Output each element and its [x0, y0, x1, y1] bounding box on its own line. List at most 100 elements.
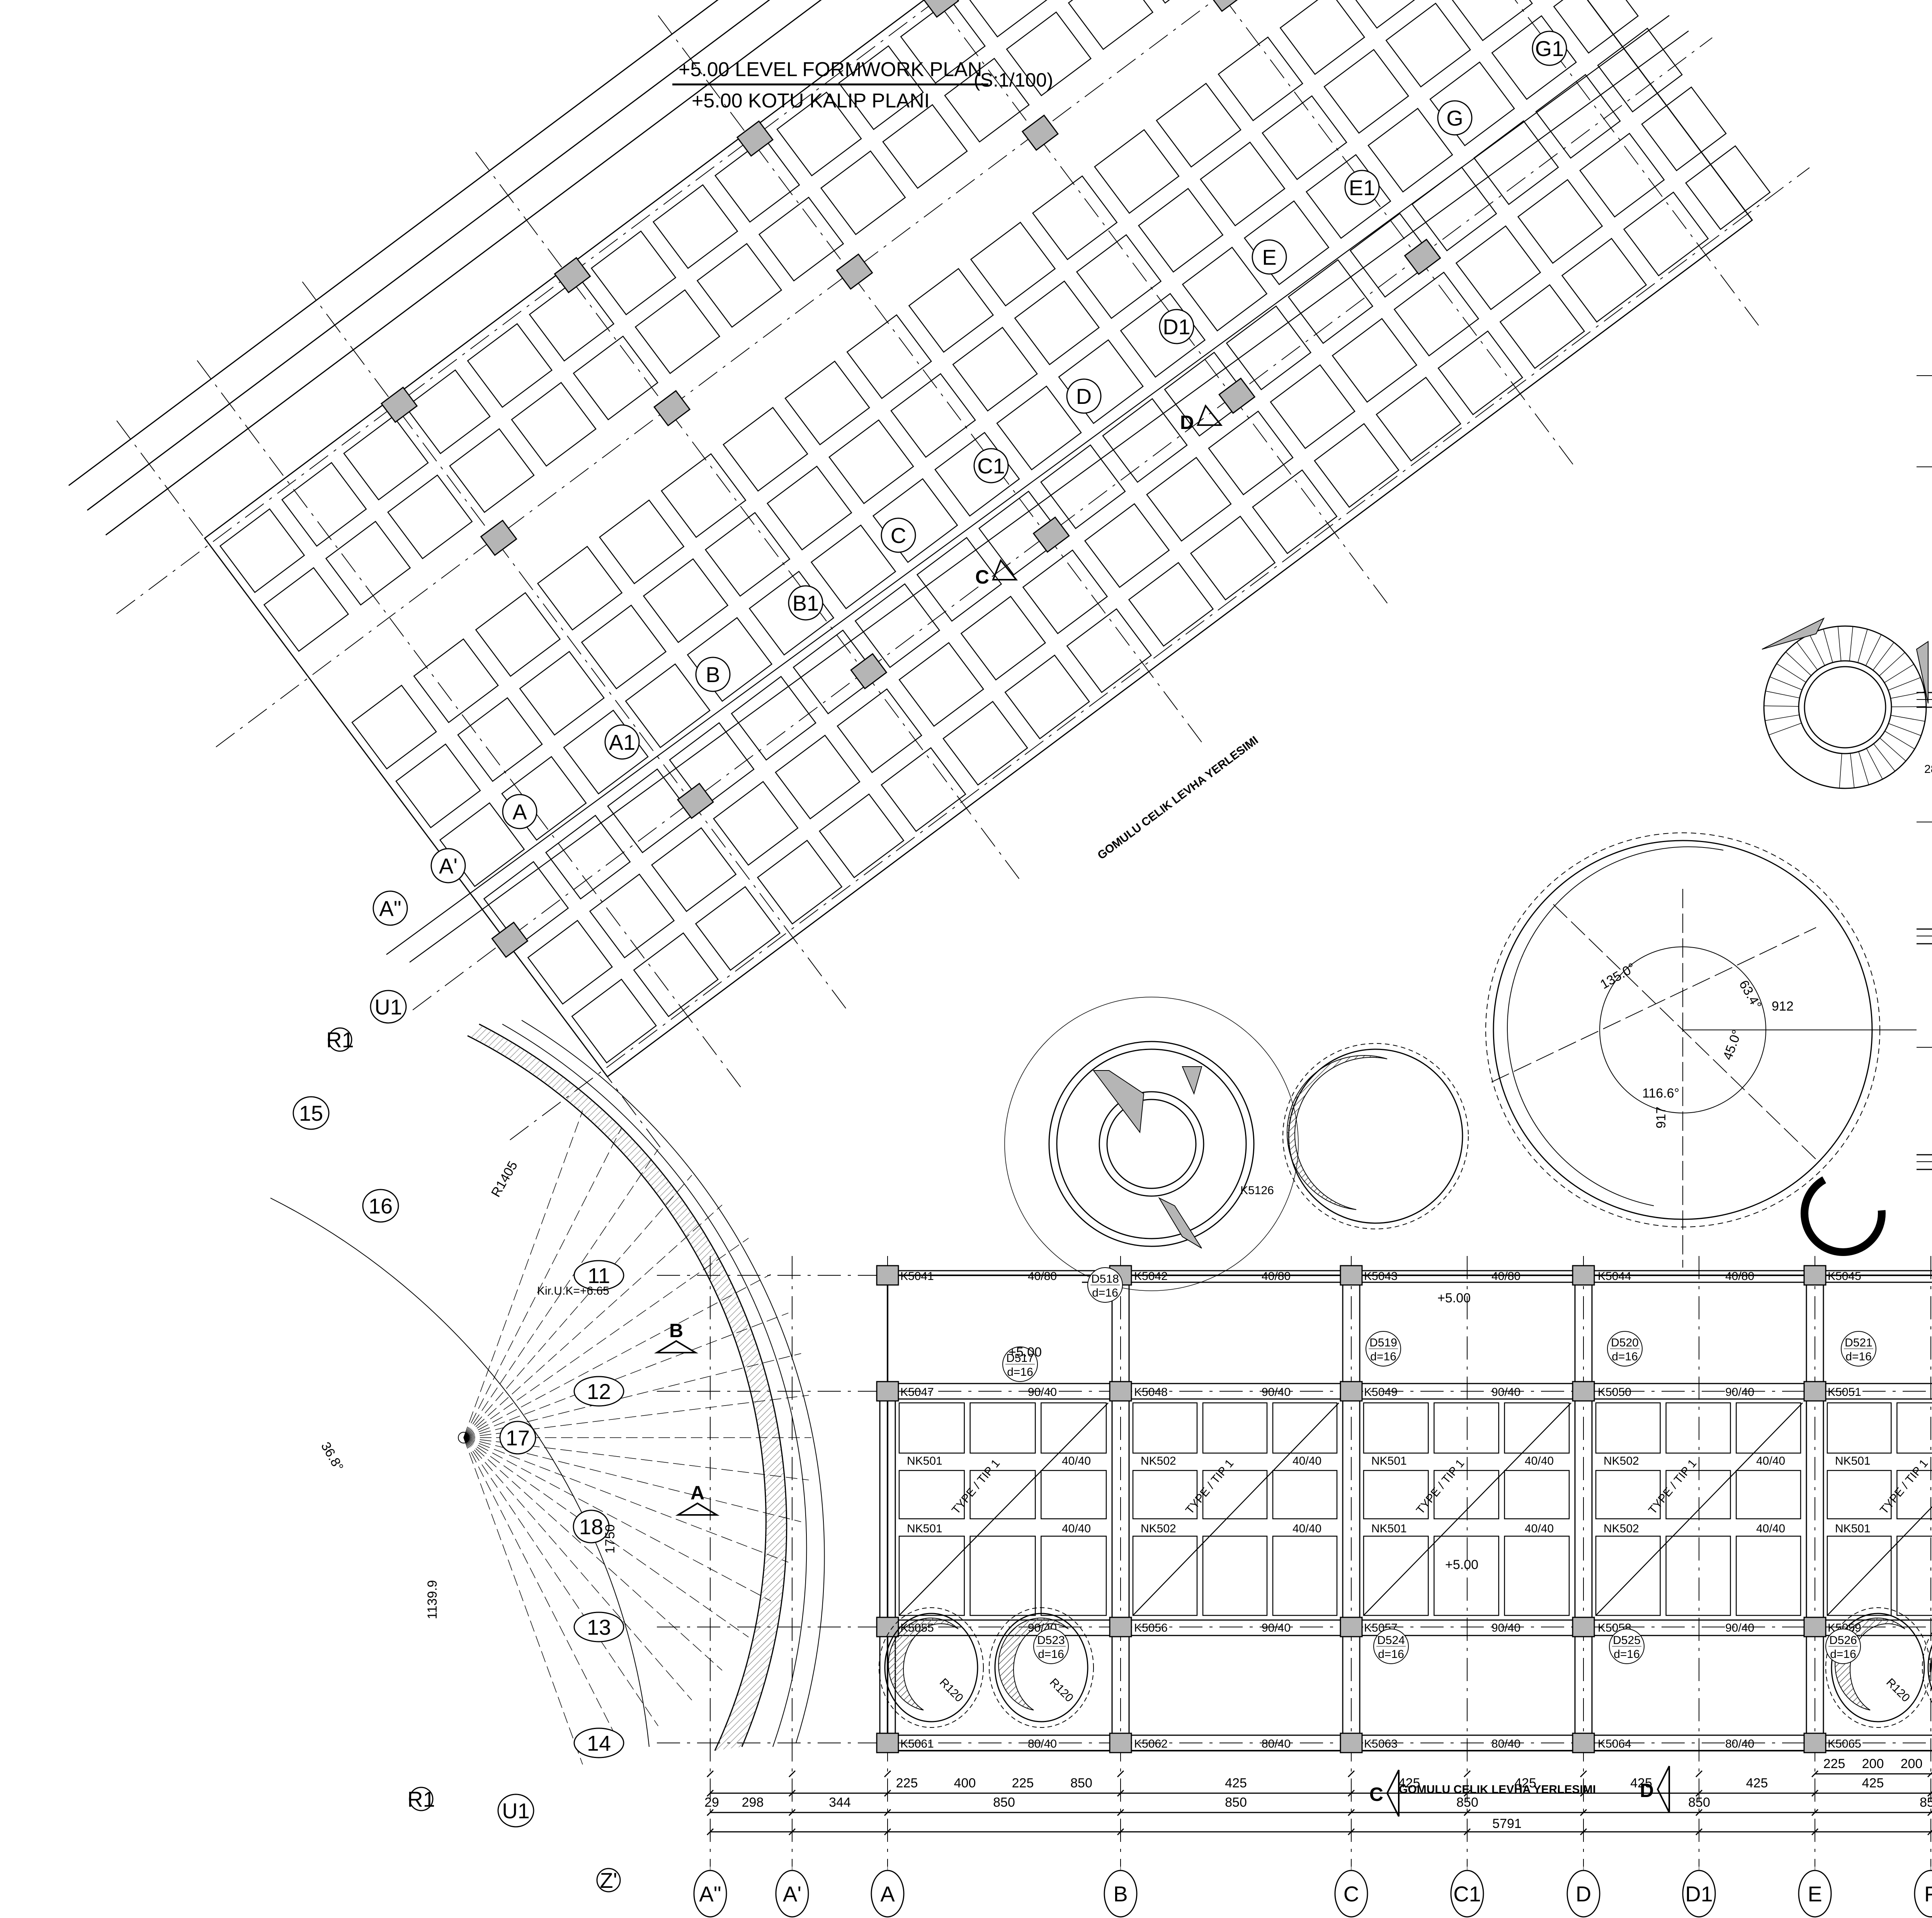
- axis-label: G: [1446, 106, 1463, 130]
- beam-size: 90/40: [1492, 1386, 1520, 1399]
- beam-size: 90/40: [1492, 1622, 1520, 1634]
- axis-bubble-A: A: [871, 1870, 905, 1918]
- axis-bubble-diag-C: C: [881, 517, 916, 553]
- svg-text:425: 425: [1630, 1776, 1652, 1790]
- beam-id: K5061: [900, 1738, 934, 1750]
- axis-bubble-radial-18: 18: [573, 1510, 610, 1544]
- beam-id: K5051: [1828, 1386, 1861, 1399]
- axis-bubble-radial-R1: R1: [407, 1787, 435, 1811]
- joist-size: 40/40: [1756, 1522, 1785, 1535]
- svg-text:D517: D517: [1006, 1352, 1034, 1365]
- joist-size: 40/40: [1525, 1455, 1554, 1467]
- beams-horizontal: [888, 692, 1932, 1751]
- beam-size: 90/40: [1725, 1622, 1754, 1634]
- beam-size: 90/40: [1262, 1622, 1291, 1634]
- joist-size: 40/40: [1525, 1522, 1554, 1535]
- axis-label: 11: [588, 1263, 610, 1288]
- axis-bubble-diag-A1: A1: [604, 724, 640, 760]
- svg-text:A: A: [690, 1482, 704, 1504]
- svg-text:225: 225: [1012, 1776, 1034, 1790]
- axis-bubble-radial-U1: U1: [497, 1794, 534, 1828]
- axis-bubble-D1: D1: [1682, 1870, 1716, 1918]
- axis-bubble-radial-U1: U1: [370, 990, 407, 1024]
- axis-label: A: [880, 1882, 895, 1906]
- circular-core-wall: [1004, 997, 1299, 1291]
- axis-bubble-diag-C1: C1: [973, 448, 1009, 483]
- axis-bubble-radial-16: 16: [362, 1189, 399, 1223]
- axis-bubble-C: C: [1334, 1870, 1368, 1918]
- small-c-opening: [1801, 1171, 1886, 1256]
- axis-label: D1: [1685, 1882, 1713, 1906]
- section-marker-D: D: [1180, 404, 1223, 433]
- svg-text:425: 425: [1746, 1776, 1768, 1790]
- joist-label: NK502: [1141, 1522, 1176, 1535]
- beam-size: 40/80: [1028, 1270, 1057, 1283]
- axis-label: C: [1344, 1882, 1359, 1906]
- kir-uk-label: Kir.U.K=+6.65: [537, 1285, 609, 1297]
- stair-dim: 284.9: [1924, 763, 1932, 776]
- drawing-title-tr: +5.00 KOTU KALIP PLANI: [692, 90, 930, 112]
- beam-id: K5042: [1134, 1270, 1168, 1283]
- svg-text:D521: D521: [1845, 1336, 1872, 1349]
- svg-text:D520: D520: [1611, 1336, 1639, 1349]
- beam-size: 80/40: [1262, 1738, 1291, 1750]
- svg-text:225: 225: [1823, 1756, 1845, 1771]
- type-label: TYPE / TIP 1: [1646, 1457, 1699, 1516]
- beam-id: K5043: [1364, 1270, 1398, 1283]
- axis-bubble-left-11: 11: [573, 1260, 624, 1291]
- axis-bubble-radial-R1: R1: [326, 1027, 354, 1052]
- arc-angle: 36.8°: [318, 1440, 346, 1474]
- axis-bubble-diag-D: D: [1066, 378, 1102, 414]
- svg-text:d=16: d=16: [1007, 1366, 1033, 1379]
- axis-label: E: [1808, 1882, 1822, 1906]
- beam-size: 90/40: [1262, 1386, 1291, 1399]
- joist-label: NK502: [1141, 1455, 1176, 1467]
- svg-text:R120: R120: [937, 1676, 966, 1705]
- axis-label: A: [512, 800, 527, 824]
- axis-label: F: [1924, 1882, 1932, 1906]
- beam-size: 80/40: [1492, 1738, 1520, 1750]
- big-circle-radius-dim: 912: [1772, 999, 1794, 1014]
- joist-size: 40/40: [1293, 1522, 1321, 1535]
- axis-bubble-left-13: 13: [573, 1612, 624, 1642]
- embedded-plate-note-diagonal: GOMULU CELIK LEVHA YERLESIMI: [1095, 734, 1260, 862]
- axis-bubble-diag-A": A": [372, 890, 408, 926]
- beam-size: 40/80: [1725, 1270, 1754, 1283]
- beam-size: 40/80: [1262, 1270, 1291, 1283]
- left-total-dim: 1750: [603, 1524, 617, 1554]
- axis-bubble-diag-G1: G1: [1532, 31, 1567, 66]
- axis-bubble-F: F: [1914, 1870, 1932, 1918]
- axis-bubble-A": A": [693, 1870, 727, 1918]
- axis-label: 18: [579, 1515, 603, 1539]
- svg-text:850: 850: [993, 1795, 1015, 1810]
- axis-label: D: [1576, 1882, 1591, 1906]
- joist-label: NK501: [1835, 1522, 1871, 1535]
- total-width-dim: 5791: [1492, 1816, 1522, 1831]
- svg-text:425: 425: [1862, 1776, 1884, 1790]
- embedded-plate-note: GOMULU CELIK LEVHA YERLESIMI: [1399, 1783, 1596, 1796]
- axis-bubble-radial-15: 15: [293, 1096, 330, 1130]
- axis-bubble-C1: C1: [1450, 1870, 1484, 1918]
- level-mark-6: +5.00: [1445, 1557, 1478, 1572]
- beam-id: K5065: [1828, 1738, 1861, 1750]
- svg-text:d=16: d=16: [1378, 1648, 1404, 1661]
- joist-label: NK501: [907, 1455, 942, 1467]
- beam-id: K5055: [900, 1622, 934, 1634]
- axis-label: A": [699, 1882, 721, 1906]
- axis-label: B: [1113, 1882, 1128, 1906]
- joist-label: NK501: [1371, 1455, 1407, 1467]
- svg-text:D526: D526: [1829, 1634, 1857, 1647]
- curved-retaining-wall: [270, 1020, 825, 1751]
- axis-label: E: [1262, 245, 1276, 269]
- axis-label: G1: [1535, 36, 1564, 61]
- columns: [876, 1265, 1827, 1753]
- diagonal-wing: [68, 0, 1810, 1151]
- svg-text:850: 850: [1225, 1795, 1247, 1810]
- section-marker-D: D: [1640, 1766, 1670, 1813]
